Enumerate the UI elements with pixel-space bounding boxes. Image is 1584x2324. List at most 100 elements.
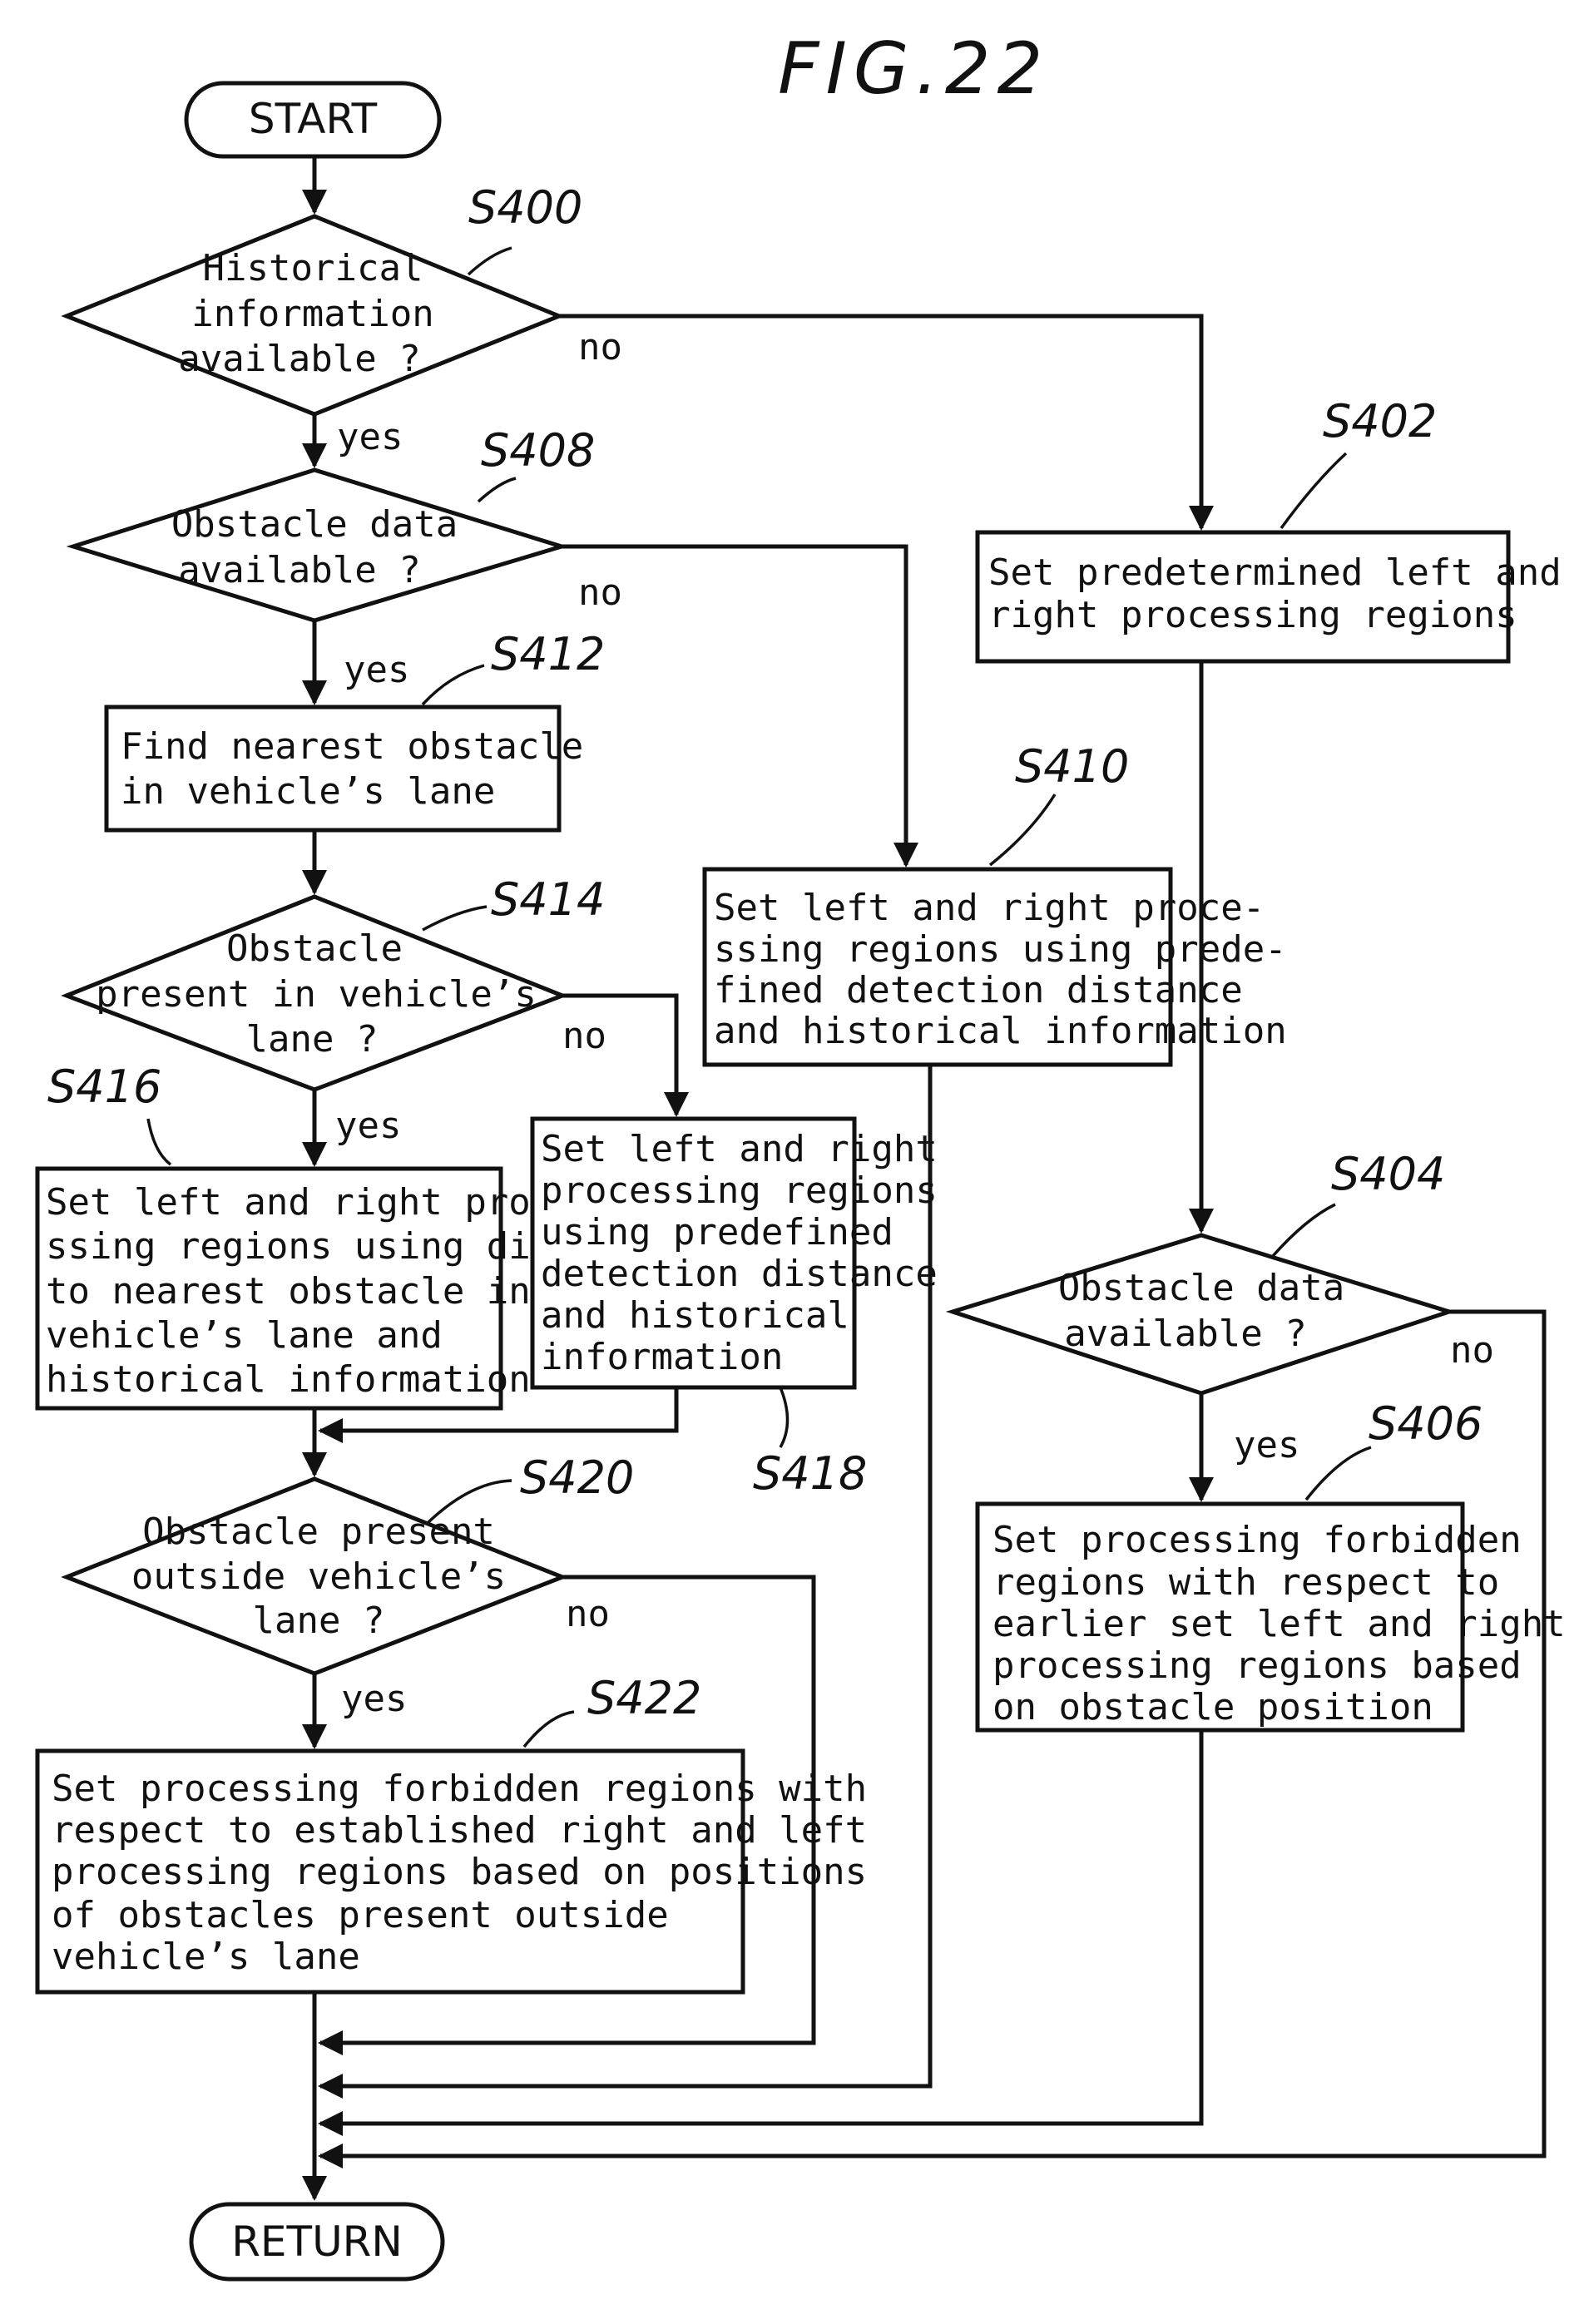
process-s416-line-3: to nearest obstacle in: [46, 1270, 531, 1313]
connectors: [302, 158, 1547, 2201]
arrow-s420-no-join: [318, 1575, 816, 2055]
process-s412-line-2: in vehicle’s lane: [121, 770, 495, 813]
process-s410-line-2: ssing regions using prede-: [714, 928, 1287, 971]
label-yes-s400: yes: [337, 416, 403, 458]
leader-s414: [422, 905, 488, 932]
process-s406-line-2: regions with respect to: [992, 1561, 1499, 1604]
label-yes-s408: yes: [344, 649, 409, 691]
label-yes-s414: yes: [335, 1105, 401, 1147]
step-label-s406: S406: [1369, 1397, 1483, 1450]
leader-s400: [467, 246, 512, 276]
leader-s420: [417, 1479, 512, 1534]
process-s418-line-4: detection distance: [541, 1253, 938, 1295]
decision-s408: Obstacle data available ?: [66, 467, 569, 623]
arrow-s400-no: [559, 314, 1214, 531]
decision-s408-shape: [66, 467, 569, 623]
process-s410-shape: [702, 867, 1173, 1067]
label-no-s400: no: [578, 326, 622, 368]
leader-s422: [522, 1710, 575, 1748]
process-s422-line-1: Set processing forbidden regions with: [52, 1768, 867, 1810]
label-no-s414: no: [562, 1015, 606, 1057]
decision-s414-shape: [61, 894, 568, 1092]
leader-s418: [779, 1387, 790, 1448]
label-yes-s404: yes: [1234, 1424, 1299, 1466]
process-s402-shape: [975, 530, 1511, 664]
process-s406-shape: [975, 1501, 1465, 1733]
decision-s420-line-3: lane ?: [253, 1600, 385, 1642]
process-s416-line-1: Set left and right proce-: [46, 1181, 596, 1224]
decision-s400-line-2: information: [191, 293, 433, 335]
decision-s400-shape: [61, 214, 565, 417]
decision-s414-line-1: Obstacle: [226, 927, 403, 970]
return-terminal: RETURN: [189, 2202, 445, 2282]
process-s418-line-5: and historical: [541, 1294, 849, 1337]
process-s416-line-4: vehicle’s lane and: [46, 1314, 443, 1357]
decision-s404-shape: [945, 1233, 1457, 1396]
leader-s404: [1271, 1203, 1336, 1258]
leader-s408: [477, 477, 517, 503]
arrow-s406-join: [318, 1730, 1204, 2136]
step-label-s402: S402: [1323, 395, 1437, 447]
process-s418-shape: [530, 1116, 857, 1390]
process-s418-line-1: Set left and right: [541, 1128, 938, 1170]
decision-s420-line-2: outside vehicle’s: [131, 1555, 506, 1598]
process-s402: Set predetermined left and right process…: [975, 530, 1562, 664]
process-s402-line-2: right processing regions: [988, 594, 1517, 636]
process-s422-line-5: vehicle’s lane: [52, 1936, 360, 1978]
arrow-s410-join: [318, 1065, 933, 2099]
process-s422-line-3: processing regions based on positions: [52, 1851, 867, 1893]
step-label-s420: S420: [520, 1451, 634, 1504]
decision-s408-line-2: available ?: [178, 549, 420, 591]
process-s406-line-5: on obstacle position: [992, 1686, 1433, 1728]
decision-s408-line-1: Obstacle data: [171, 503, 458, 546]
process-s422-line-2: respect to established right and left: [52, 1809, 867, 1852]
process-s412-line-1: Find nearest obstacle: [121, 725, 583, 768]
process-s418-line-6: information: [541, 1336, 783, 1378]
step-label-s408: S408: [481, 424, 595, 477]
label-no-s420: no: [566, 1593, 610, 1635]
arrow-s408-no: [562, 544, 918, 868]
label-leaders: [146, 246, 1372, 1748]
step-label-s422: S422: [587, 1672, 701, 1724]
process-s422-shape: [35, 1748, 745, 1995]
decision-s420: Obstacle present outside vehicle’s lane …: [61, 1476, 568, 1676]
leader-s410: [988, 794, 1057, 867]
leader-s406: [1304, 1446, 1372, 1501]
start-terminal: START: [184, 81, 442, 159]
step-label-s404: S404: [1331, 1148, 1445, 1200]
process-s422: Set processing forbidden regions with re…: [35, 1748, 867, 1995]
process-s410-line-4: and historical information: [714, 1010, 1287, 1052]
decision-s420-line-1: Obstacle present: [142, 1511, 495, 1553]
step-labels: S400 S402 S404 S406 S408 S410 S412 S414 …: [47, 181, 1483, 1724]
decision-s400-line-3: available ?: [178, 338, 420, 380]
process-s412-shape: [104, 705, 562, 833]
step-label-s416: S416: [47, 1061, 161, 1113]
start-text: START: [249, 95, 378, 143]
return-text: RETURN: [231, 2218, 403, 2266]
process-s406: Set processing forbidden regions with re…: [975, 1501, 1566, 1733]
step-label-s414: S414: [491, 873, 605, 926]
decision-s404-line-1: Obstacle data: [1058, 1267, 1344, 1309]
process-s422-line-4: of obstacles present outside: [52, 1894, 669, 1936]
figure-title: FIG.22: [778, 27, 1049, 111]
decision-s414-line-3: lane ?: [246, 1018, 379, 1061]
start-shape: [184, 81, 442, 159]
step-label-s412: S412: [491, 628, 605, 680]
process-s416-line-5: historical information: [46, 1358, 531, 1401]
decision-s420-shape: [61, 1476, 568, 1676]
process-s418-line-2: processing regions: [541, 1169, 938, 1212]
decision-s414: Obstacle present in vehicle’s lane ?: [61, 894, 568, 1092]
decision-s414-line-2: present in vehicle’s: [96, 973, 537, 1016]
process-s418: Set left and right processing regions us…: [530, 1116, 938, 1390]
decision-s404: Obstacle data available ?: [945, 1233, 1457, 1396]
process-s418-line-3: using predefined: [541, 1211, 893, 1253]
process-s410-line-1: Set left and right proce-: [714, 887, 1265, 929]
step-label-s400: S400: [468, 181, 582, 234]
arrow-s404-no-join: [318, 1309, 1547, 2168]
return-shape: [189, 2202, 445, 2282]
process-s406-line-3: earlier set left and right: [992, 1603, 1566, 1645]
process-s416-shape: [35, 1166, 503, 1411]
leader-s412: [421, 664, 485, 706]
arrow-s414-no: [562, 993, 689, 1117]
